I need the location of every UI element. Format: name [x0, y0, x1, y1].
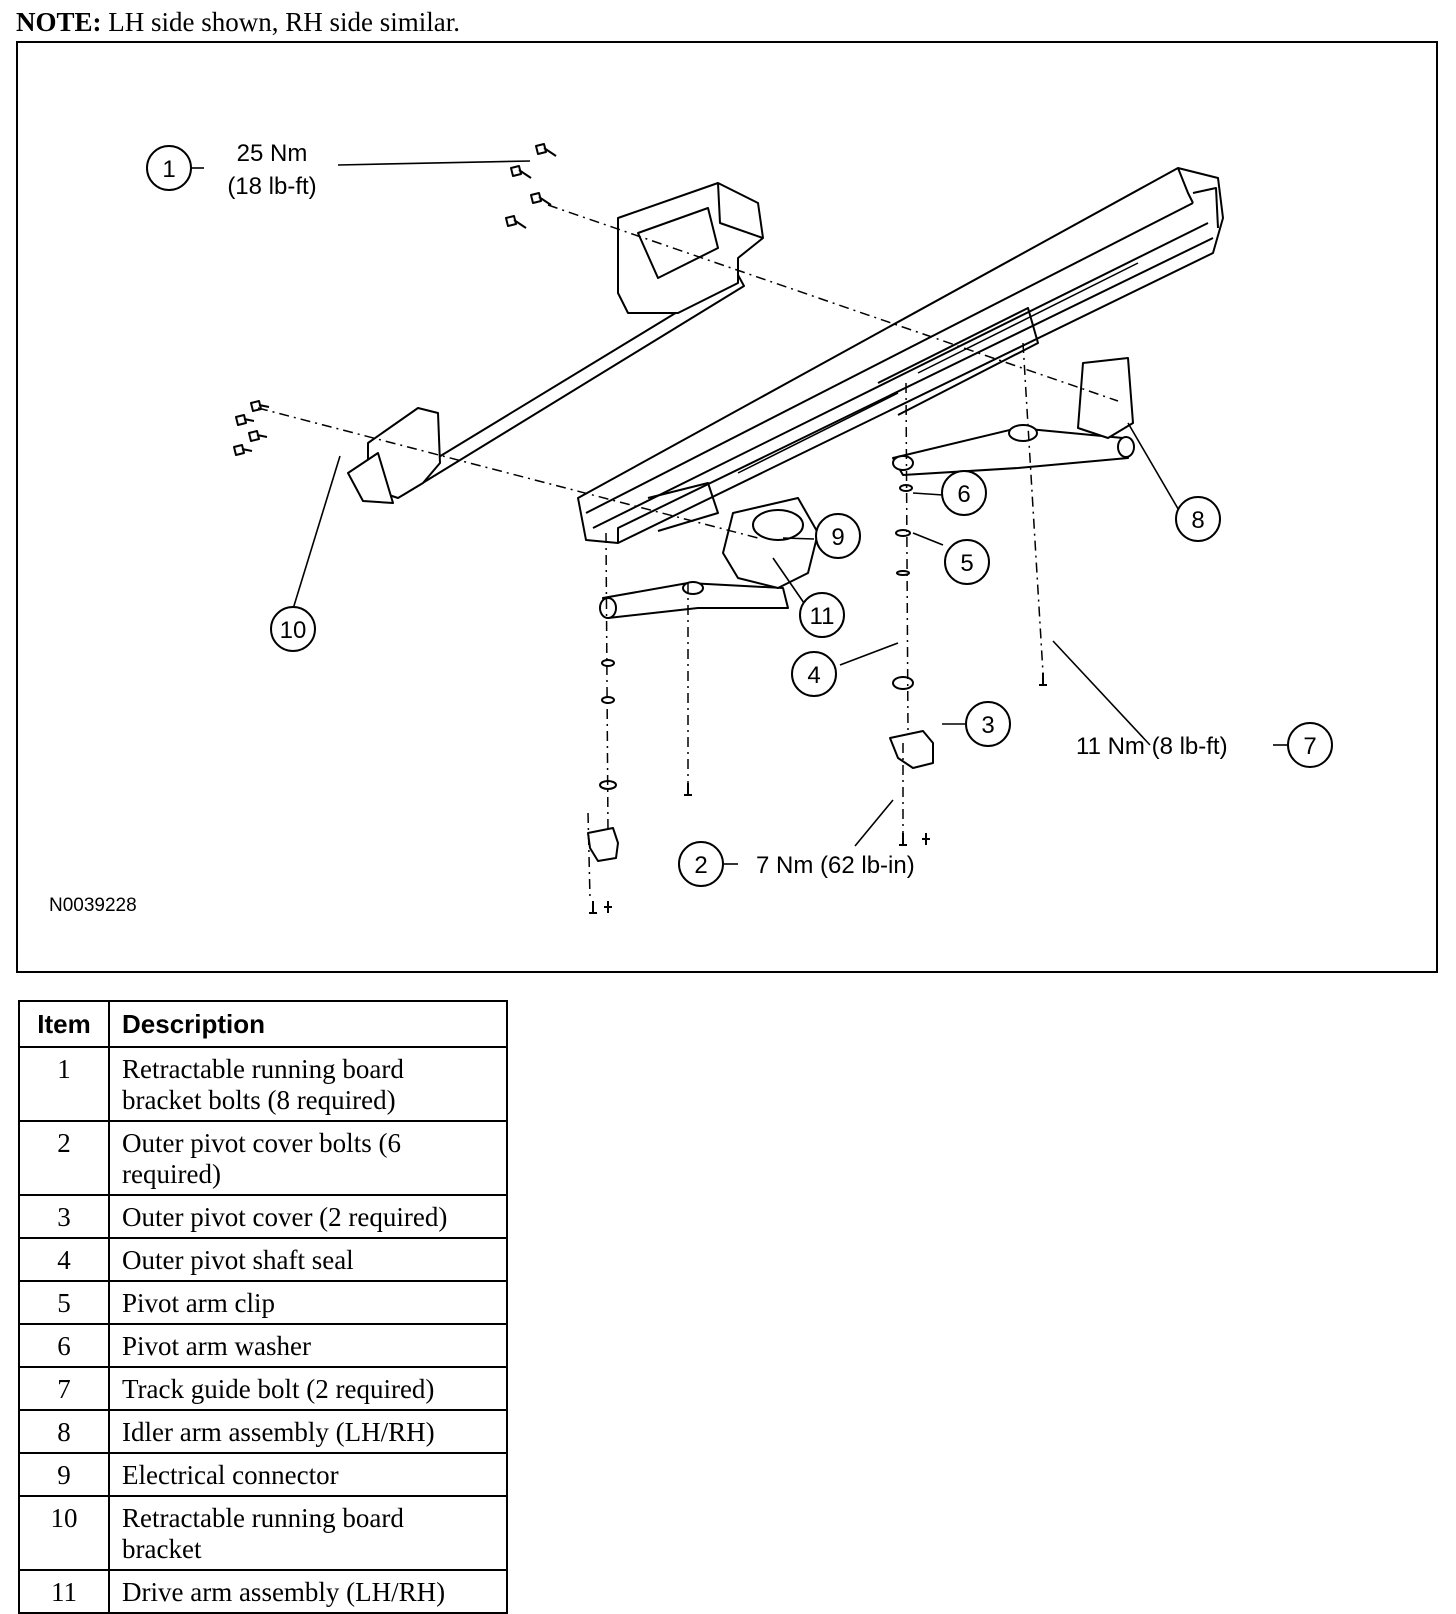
item-number: 4 — [18, 1237, 110, 1282]
leader-lines — [190, 160, 1287, 865]
bracket-rail-illustration — [347, 182, 764, 504]
description-line: Retractable running board — [122, 1054, 404, 1084]
torque-7: 11 Nm (8 lb-ft) — [1076, 733, 1228, 760]
figure-code: N0039228 — [49, 895, 137, 916]
callout-7-number: 7 — [1303, 733, 1316, 760]
drive-arm-illustration — [599, 497, 819, 619]
torque-1-line2: (18 lb-ft) — [227, 173, 316, 200]
item-number: 11 — [18, 1569, 110, 1614]
callout-5-number: 5 — [960, 550, 973, 577]
idler-arm-illustration — [892, 357, 1135, 476]
description-column-header: Description — [108, 1000, 508, 1048]
item-description: Electrical connector — [108, 1452, 508, 1497]
item-number: 2 — [18, 1120, 110, 1196]
table-row: 3 Outer pivot cover (2 required) — [18, 1194, 508, 1239]
callout-circles — [146, 145, 1333, 887]
running-board-illustration — [577, 167, 1224, 544]
callout-4-number: 4 — [807, 662, 820, 689]
item-description: Pivot arm clip — [108, 1280, 508, 1325]
item-description: Pivot arm washer — [108, 1323, 508, 1368]
table-row: 9 Electrical connector — [18, 1452, 508, 1497]
item-description: Idler arm assembly (LH/RH) — [108, 1409, 508, 1454]
item-number: 5 — [18, 1280, 110, 1325]
item-number: 1 — [18, 1046, 110, 1122]
callout-8-number: 8 — [1191, 507, 1204, 534]
description-line: Pivot arm clip — [122, 1288, 275, 1318]
description-line: Electrical connector — [122, 1460, 339, 1490]
torque-1-line1: 25 Nm — [237, 140, 308, 167]
table-header-row: Item Description — [18, 1000, 508, 1048]
description-line: Outer pivot shaft seal — [122, 1245, 354, 1275]
callout-2-number: 2 — [694, 852, 707, 879]
table-row: 7 Track guide bolt (2 required) — [18, 1366, 508, 1411]
table-row: 6 Pivot arm washer — [18, 1323, 508, 1368]
table-row: 11 Drive arm assembly (LH/RH) — [18, 1569, 508, 1614]
item-number: 3 — [18, 1194, 110, 1239]
item-description: Drive arm assembly (LH/RH) — [108, 1569, 508, 1614]
torque-2: 7 Nm (62 lb-in) — [756, 852, 915, 879]
description-line: Idler arm assembly (LH/RH) — [122, 1417, 435, 1447]
callout-3-number: 3 — [981, 712, 994, 739]
note-text: LH side shown, RH side similar. — [108, 7, 461, 37]
table-row: 4 Outer pivot shaft seal — [18, 1237, 508, 1282]
callout-1-number: 1 — [162, 156, 175, 183]
table-row: 8 Idler arm assembly (LH/RH) — [18, 1409, 508, 1454]
item-description: Outer pivot shaft seal — [108, 1237, 508, 1282]
table-row: 5 Pivot arm clip — [18, 1280, 508, 1325]
alignment-lines — [257, 204, 1119, 899]
item-description: Outer pivot cover (2 required) — [108, 1194, 508, 1239]
pivot-parts-illustration — [587, 484, 1047, 914]
description-line: bracket — [122, 1534, 202, 1564]
callout-9-number: 9 — [831, 524, 844, 551]
description-line: Pivot arm washer — [122, 1331, 311, 1361]
item-number: 8 — [18, 1409, 110, 1454]
exploded-view-figure: 1 2 3 4 5 6 7 8 9 10 11 25 Nm (18 lb-ft)… — [16, 41, 1438, 973]
exploded-view-illustration: 1 2 3 4 5 6 7 8 9 10 11 25 Nm (18 lb-ft)… — [49, 140, 1333, 916]
description-line: Outer pivot cover bolts (6 — [122, 1128, 401, 1158]
item-number: 10 — [18, 1495, 110, 1571]
description-line: Track guide bolt (2 required) — [122, 1374, 435, 1404]
description-line: Outer pivot cover (2 required) — [122, 1202, 448, 1232]
note-label: NOTE: — [16, 7, 102, 37]
callout-6-number: 6 — [957, 481, 970, 508]
item-number: 9 — [18, 1452, 110, 1497]
item-number: 7 — [18, 1366, 110, 1411]
description-line: Retractable running board — [122, 1503, 404, 1533]
callout-11-number: 11 — [810, 603, 835, 630]
description-line: Drive arm assembly (LH/RH) — [122, 1577, 446, 1607]
item-column-header: Item — [18, 1000, 110, 1048]
description-line: bracket bolts (8 required) — [122, 1085, 396, 1115]
description-line: required) — [122, 1159, 221, 1189]
callout-10-number: 10 — [280, 617, 307, 644]
note: NOTE: LH side shown, RH side similar. — [16, 4, 460, 40]
item-description: Track guide bolt (2 required) — [108, 1366, 508, 1411]
item-number: 6 — [18, 1323, 110, 1368]
